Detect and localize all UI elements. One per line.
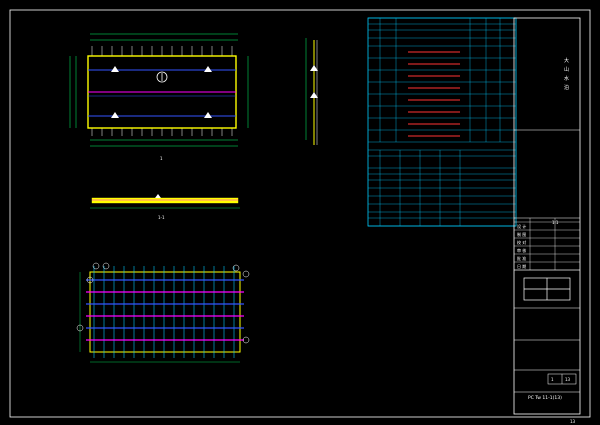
lifting-point-icon <box>204 66 212 72</box>
rebar-callout-bubbles <box>76 262 250 344</box>
section-slab <box>91 197 239 204</box>
rebar-schedule-table <box>367 17 517 227</box>
sign-row-label: 制 图 <box>517 231 526 237</box>
sign-row-label: 日 期 <box>517 263 526 269</box>
sign-row-labels: 设 计 制 图 校 对 审 核 批 准 日 期 <box>517 223 526 269</box>
lifting-point-icon <box>310 92 318 98</box>
callout-bubble <box>232 264 240 272</box>
scale-value: 1:1 <box>552 220 559 225</box>
direction-marker-icon <box>156 71 168 83</box>
lifting-point-icon <box>204 112 212 118</box>
schedule-table-grid <box>368 17 516 227</box>
side-elevation-view <box>305 38 318 145</box>
sheet-number: 1 <box>551 377 554 382</box>
callout-bubble <box>102 262 110 270</box>
reinforcement-outline <box>89 271 241 353</box>
sign-row-label: 审 核 <box>517 247 526 253</box>
plan-view: 1 <box>69 33 249 161</box>
page-corner-mark: 13 <box>570 419 576 424</box>
sign-row-label: 设 计 <box>517 223 526 229</box>
sheet-info: 1 13 PC Tw 11-1(13) 1:1 <box>528 220 577 401</box>
stamp-text: 大 山 水 泊 <box>564 57 569 91</box>
stamp-line: 泊 <box>564 84 569 91</box>
callout-bubble <box>242 336 250 344</box>
section-view-label: 1-1 <box>158 215 165 220</box>
title-block: 大 山 水 泊 设 计 制 图 校 对 审 核 批 准 日 期 1 13 PC … <box>513 17 581 415</box>
lifting-point-icon <box>111 112 119 118</box>
schedule-red-bar-diagrams <box>408 51 460 137</box>
signature-rows <box>514 218 580 271</box>
lifting-point-icon <box>155 194 161 198</box>
stamp-line: 水 <box>564 75 569 82</box>
drawing-frame <box>9 9 591 418</box>
schedule-table-border <box>367 17 517 227</box>
sheet-total: 13 <box>565 377 571 382</box>
rebar-horizontal-bars <box>86 279 244 341</box>
rebar-vertical-bars <box>93 266 235 358</box>
stamp-line: 山 <box>564 66 569 73</box>
plan-tick-marks-top <box>91 46 233 56</box>
plan-view-label: 1 <box>160 156 163 161</box>
sign-row-label: 批 准 <box>517 255 526 261</box>
title-block-border <box>513 17 581 415</box>
reinforcement-plan-view <box>76 262 250 363</box>
stamp-line: 大 <box>564 57 569 64</box>
drawing-number: PC Tw 11-1(13) <box>528 395 562 401</box>
callout-bubble <box>86 276 94 284</box>
plan-dimension-lines <box>69 33 249 147</box>
callout-bubble <box>92 262 100 270</box>
callout-bubble <box>76 324 84 332</box>
plan-tick-marks-bottom <box>91 128 233 136</box>
key-plan-icon <box>523 277 571 301</box>
section-view: 1-1 <box>90 194 240 220</box>
lifting-point-icon <box>310 65 318 71</box>
sign-row-label: 校 对 <box>517 239 526 245</box>
lifting-point-icon <box>111 66 119 72</box>
callout-bubble <box>242 270 250 278</box>
